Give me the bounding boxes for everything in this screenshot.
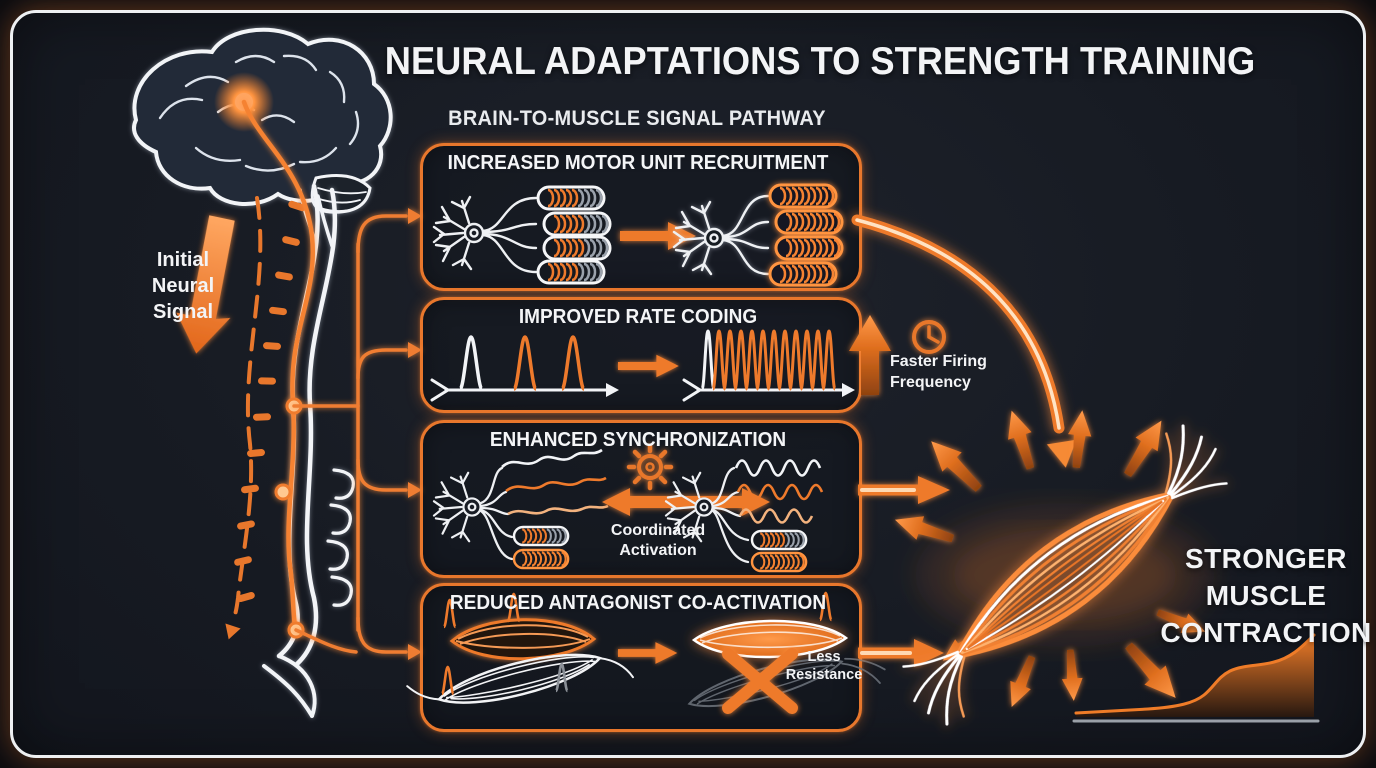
vertebrae-dashes	[234, 200, 306, 603]
dense-spike-train	[700, 329, 837, 391]
box-title-rate-coding: IMPROVED RATE CODING	[518, 306, 758, 328]
antagonist-muscle	[406, 653, 634, 704]
neuron-icon	[432, 195, 485, 271]
arrow-coact-to-muscle	[858, 639, 944, 667]
clock-icon	[912, 320, 946, 354]
faster-firing-caption: Faster Firing Frequency	[890, 353, 987, 391]
x-icon	[722, 648, 798, 714]
curved-arrow-to-muscle	[851, 214, 1077, 468]
result-line-2: MUSCLE	[1205, 579, 1327, 611]
initial-signal-label: Initial Neural Signal	[151, 249, 215, 323]
arrow-sync-to-muscle	[858, 476, 950, 504]
rate-coding-illustration	[430, 329, 855, 402]
sparse-spike-train	[458, 335, 586, 391]
descending-dashed-line	[221, 196, 263, 642]
strength-curve-chart	[1072, 633, 1320, 723]
box-title-synchronization: ENHANCED SYNCHRONIZATION	[489, 429, 787, 451]
recruitment-illustration	[432, 185, 842, 285]
faster-firing-arrow	[849, 315, 891, 395]
subtitle: BRAIN-TO-MUSCLE SIGNAL PATHWAY	[448, 107, 826, 130]
box-title-coactivation: REDUCED ANTAGONIST CO-ACTIVATION	[449, 592, 827, 614]
result-line-3: CONTRACTION	[1160, 616, 1372, 648]
rib-hooks	[326, 468, 355, 607]
brain-icon	[132, 27, 393, 248]
gear-icon	[626, 443, 674, 491]
neural-signal-path	[241, 99, 316, 633]
coactivation-illustration	[406, 591, 886, 714]
synchronization-illustration	[432, 443, 824, 571]
muscle-icon	[891, 406, 1238, 736]
coordinated-activation-caption: Coordinated Activation	[610, 522, 706, 559]
result-line-1: STRONGER	[1185, 543, 1347, 574]
double-arrow-icon	[602, 488, 770, 516]
initial-signal-arrow	[176, 215, 235, 354]
page-title: NEURAL ADAPTATIONS TO STRENGTH TRAINING	[384, 40, 1256, 83]
result-label: STRONGER MUSCLE CONTRACTION	[1148, 541, 1376, 652]
connector-tree	[292, 208, 422, 660]
muscle-fiber-icon	[538, 187, 604, 209]
box-title-recruitment: INCREASED MOTOR UNIT RECRUITMENT	[447, 152, 829, 174]
less-resistance-caption: Less Resistance	[785, 649, 863, 684]
spine-icon	[221, 99, 355, 718]
